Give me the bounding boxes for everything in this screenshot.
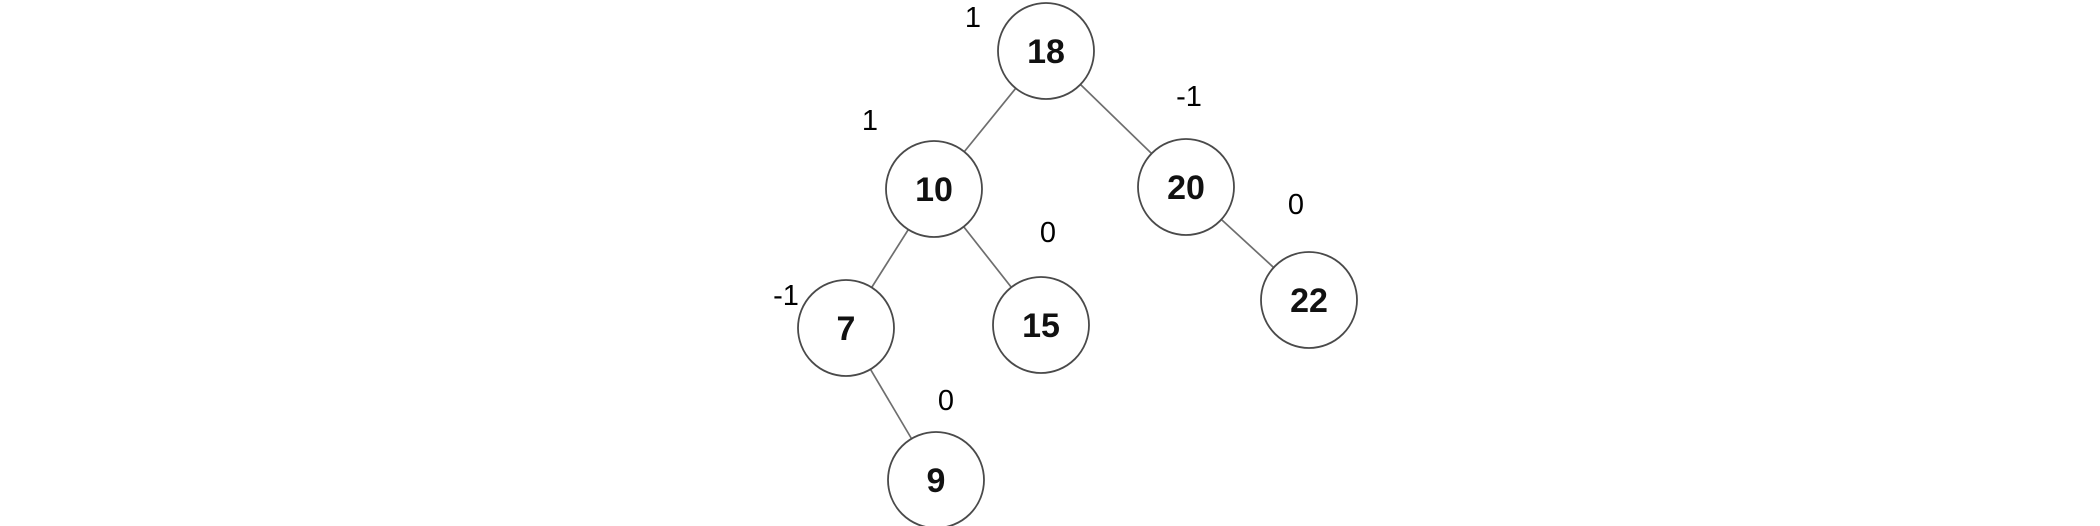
- balance-factor-9: 0: [938, 385, 954, 417]
- tree-node-18: 18: [997, 2, 1095, 100]
- balance-factor-labels: 1 1 -1 -1 0 0 0: [773, 2, 1304, 417]
- node-value-22: 22: [1290, 282, 1328, 320]
- tree-node-22: 22: [1260, 251, 1358, 349]
- balance-factor-15: 0: [1040, 217, 1056, 249]
- balance-factor-20: -1: [1176, 81, 1202, 113]
- balance-factor-22: 0: [1288, 189, 1304, 221]
- node-circle-20: [1137, 138, 1235, 236]
- balance-factor-18: 1: [965, 2, 981, 34]
- tree-node-7: 7: [797, 279, 895, 377]
- node-circle-22: [1260, 251, 1358, 349]
- tree-edges: [845, 50, 1310, 481]
- node-circle-15: [992, 276, 1090, 374]
- node-value-15: 15: [1022, 307, 1060, 345]
- balance-factor-7: -1: [773, 280, 799, 312]
- node-value-7: 7: [837, 310, 856, 348]
- node-value-9: 9: [927, 462, 946, 500]
- tree-node-9: 9: [887, 431, 985, 526]
- node-circle-18: [997, 2, 1095, 100]
- tree-node-10: 10: [885, 140, 983, 238]
- node-circle-10: [885, 140, 983, 238]
- node-circle-7: [797, 279, 895, 377]
- node-value-18: 18: [1027, 33, 1065, 71]
- tree-node-15: 15: [992, 276, 1090, 374]
- node-value-10: 10: [915, 171, 953, 209]
- tree-node-20: 20: [1137, 138, 1235, 236]
- node-circle-9: [887, 431, 985, 526]
- node-value-20: 20: [1167, 169, 1205, 207]
- balance-factor-10: 1: [862, 105, 878, 137]
